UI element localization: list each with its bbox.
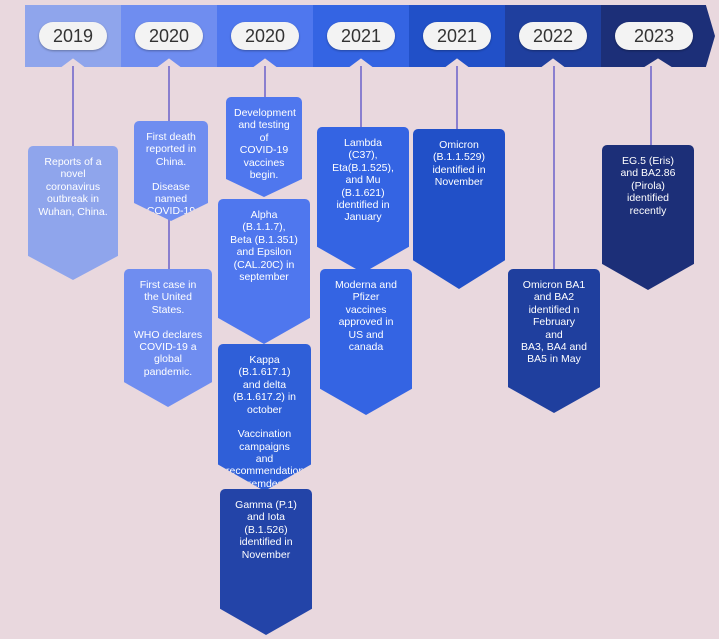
year-label: 2020 — [231, 22, 299, 50]
connector-line — [360, 66, 362, 132]
year-label: 2021 — [327, 22, 395, 50]
year-label: 2021 — [423, 22, 491, 50]
year-label: 2019 — [39, 22, 107, 50]
year-label: 2023 — [615, 22, 693, 50]
event-text: Kappa (B.1.617.1) and delta (B.1.617.2) … — [226, 354, 310, 490]
event-card: Alpha (B.1.1.7), Beta (B.1.351) and Epsi… — [218, 199, 310, 344]
connector-line — [72, 66, 74, 150]
year-header: 2020 — [217, 5, 313, 67]
event-text: Reports of a novel coronavirus outbreak … — [38, 156, 108, 218]
connector-line — [650, 66, 652, 148]
year-label: 2020 — [135, 22, 203, 50]
event-card: Moderna and Pfizer vaccines approved in … — [320, 269, 412, 415]
event-text: Lambda (C37), Eta(B.1.525), and Mu (B.1.… — [332, 137, 394, 224]
event-card: First case in the United States. WHO dec… — [124, 269, 212, 407]
event-text: Development and testing of COVID-19 vacc… — [234, 107, 296, 181]
event-card: Omicron BA1 and BA2 identified n Februar… — [508, 269, 600, 413]
connector-line — [456, 66, 458, 132]
event-card: Gamma (P.1) and Iota (B.1.526) identifie… — [220, 489, 312, 635]
event-text: First case in the United States. WHO dec… — [133, 279, 203, 378]
connector-line — [553, 66, 555, 272]
event-text: EG.5 (Eris) and BA2.86 (Pirola) identifi… — [620, 155, 676, 217]
event-card: Omicron (B.1.1.529) identified in Novemb… — [413, 129, 505, 289]
connector-line — [264, 66, 266, 102]
event-text: First death reported in China. Disease n… — [145, 131, 197, 218]
year-header: 2022 — [505, 5, 601, 67]
year-header: 2021 — [313, 5, 409, 67]
event-text: Omicron BA1 and BA2 identified n Februar… — [521, 279, 587, 366]
year-header: 2020 — [121, 5, 217, 67]
event-text: Moderna and Pfizer vaccines approved in … — [335, 279, 397, 353]
event-card: Development and testing of COVID-19 vacc… — [226, 97, 302, 197]
event-text: Alpha (B.1.1.7), Beta (B.1.351) and Epsi… — [230, 209, 298, 283]
event-card: Lambda (C37), Eta(B.1.525), and Mu (B.1.… — [317, 127, 409, 273]
event-card: EG.5 (Eris) and BA2.86 (Pirola) identifi… — [602, 145, 694, 290]
year-label: 2022 — [519, 22, 587, 50]
year-header: 2023 — [601, 5, 715, 67]
year-header: 2019 — [25, 5, 121, 67]
event-card: Kappa (B.1.617.1) and delta (B.1.617.2) … — [218, 344, 311, 491]
year-header: 2021 — [409, 5, 505, 67]
event-card: Reports of a novel coronavirus outbreak … — [28, 146, 118, 280]
event-card: First death reported in China. Disease n… — [134, 121, 208, 221]
event-text: Gamma (P.1) and Iota (B.1.526) identifie… — [235, 499, 297, 561]
event-text: Omicron (B.1.1.529) identified in Novemb… — [432, 139, 486, 189]
